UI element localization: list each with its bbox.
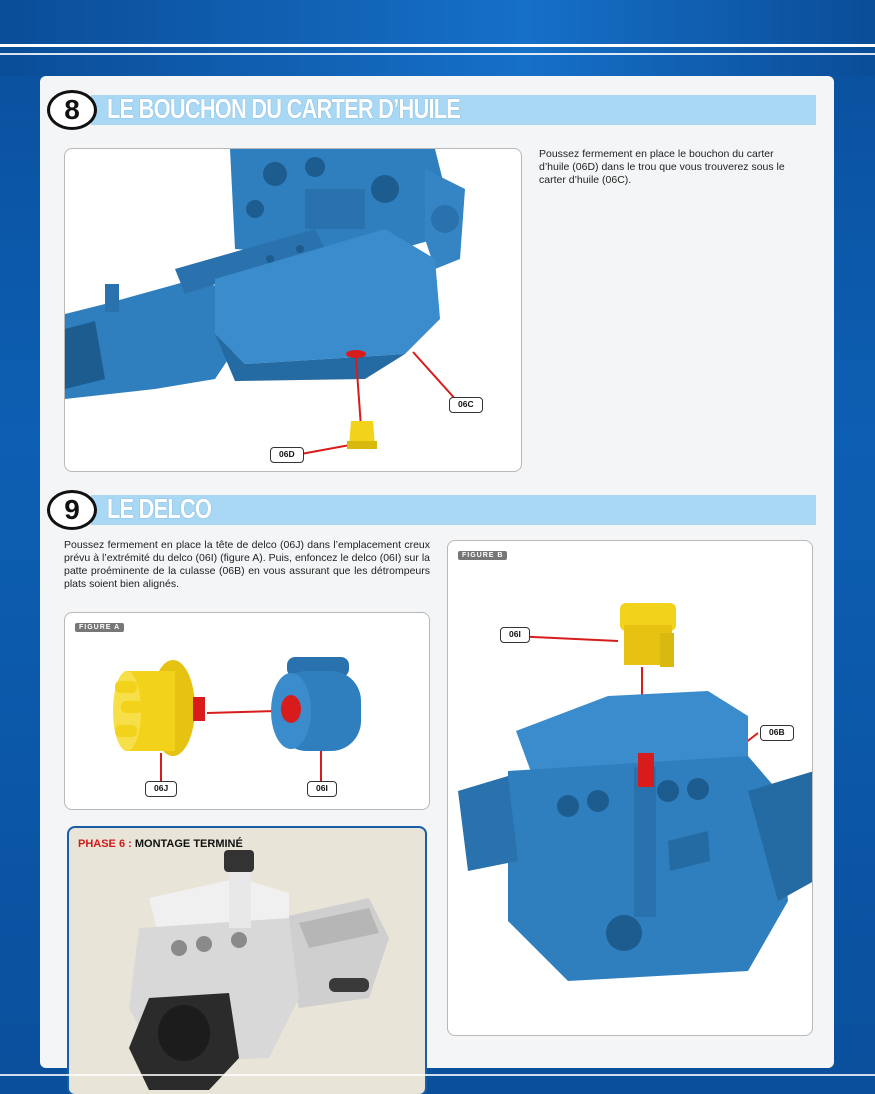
step8-title-bar (91, 95, 816, 125)
label-06I-a: 06I (307, 781, 337, 797)
phase-heading: PHASE 6 : MONTAGE TERMINÉ (78, 838, 243, 850)
figure-b: FIGURE B 06I 06B (447, 540, 813, 1036)
phase-title: MONTAGE TERMINÉ (134, 838, 243, 850)
step8-header: 8 LE BOUCHON DU CARTER D’HUILE (47, 90, 816, 130)
label-06C: 06C (449, 397, 483, 413)
step9-number: 9 (47, 490, 97, 530)
label-06D: 06D (270, 447, 304, 463)
label-06J: 06J (145, 781, 178, 797)
engine-oil-pan-drawing (65, 149, 465, 455)
step8-illustration: 06C 06D (64, 148, 522, 472)
phase-prefix: PHASE 6 : (78, 838, 132, 850)
step8-title: LE BOUCHON DU CARTER D’HUILE (107, 93, 461, 124)
step9-title-bar (91, 495, 816, 525)
header-stripe (0, 44, 875, 47)
figure-a: FIGURE A 06J 06I (64, 612, 430, 810)
figure-a-tag: FIGURE A (75, 623, 125, 632)
completed-engine-drawing (129, 850, 389, 1090)
step9-title: LE DELCO (107, 493, 212, 524)
engine-delco-drawing (458, 603, 812, 981)
step9-header: 9 LE DELCO (47, 490, 816, 530)
label-06B: 06B (760, 725, 794, 741)
step8-number: 8 (47, 90, 97, 130)
header-band (0, 0, 875, 76)
phase-completed-box: PHASE 6 : MONTAGE TERMINÉ (67, 826, 427, 1094)
label-06I-b: 06I (500, 627, 530, 643)
footer-stripe (0, 1074, 875, 1076)
header-stripe-thin (0, 53, 875, 55)
step9-instructions: Poussez fermement en place la tête de de… (64, 539, 430, 590)
figure-b-tag: FIGURE B (458, 551, 508, 560)
step8-instructions: Poussez fermement en place le bouchon du… (539, 148, 785, 186)
delco-cap-drawing (113, 657, 361, 781)
